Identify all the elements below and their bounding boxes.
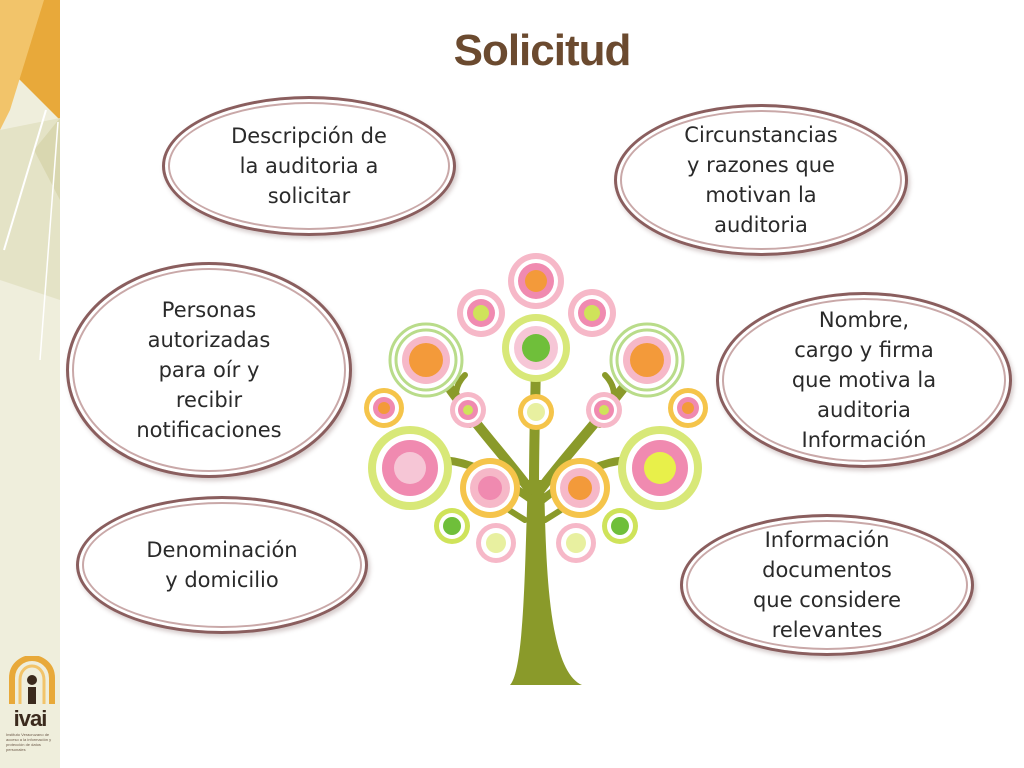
item-circunstancias-text: Circunstancias y razones que motivan la …: [684, 123, 838, 237]
item-descripcion: Descripción de la auditoria a solicitar: [162, 96, 456, 236]
item-descripcion-text: Descripción de la auditoria a solicitar: [231, 124, 387, 208]
item-circunstancias: Circunstancias y razones que motivan la …: [614, 104, 908, 256]
item-informacion-text: Información documentos que considere rel…: [752, 528, 902, 642]
flower-top: [508, 253, 564, 309]
item-nombre: Nombre, cargo y firma que motiva la audi…: [716, 292, 1012, 468]
item-nombre-text: Nombre, cargo y firma que motiva la audi…: [791, 308, 937, 452]
item-personas: Personas autorizadas para oír y recibir …: [66, 262, 352, 478]
logo-tagline: Instituto Veracruzano de acceso a la inf…: [6, 732, 52, 752]
tree-illustration-icon: [360, 250, 710, 694]
item-informacion: Información documentos que considere rel…: [680, 514, 974, 656]
ivai-logo-icon: [4, 654, 60, 710]
item-denominacion: Denominación y domicilio: [76, 496, 368, 634]
sidebar-decoration: [0, 0, 60, 768]
slide-title: Solicitud: [453, 26, 632, 75]
item-denominacion-text: Denominación y domicilio: [146, 538, 298, 592]
item-personas-text: Personas autorizadas para oír y recibir …: [136, 298, 282, 442]
logo-word: ivai: [13, 706, 48, 731]
